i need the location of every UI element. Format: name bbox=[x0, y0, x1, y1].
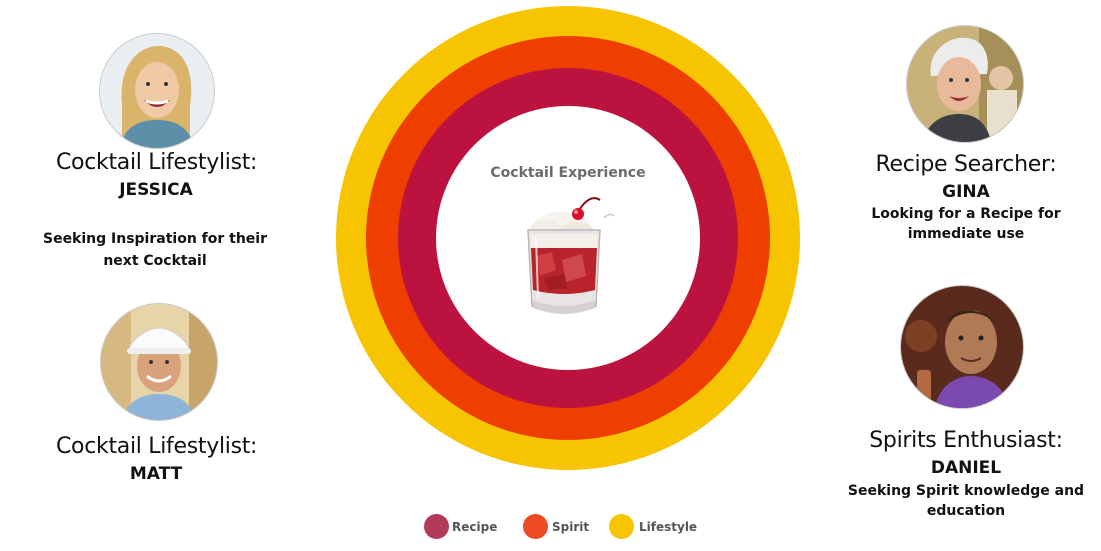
cocktail-glass-image bbox=[516, 190, 620, 322]
legend-label-lifestyle: Lifestyle bbox=[639, 520, 698, 534]
daniel-description-line2: education bbox=[926, 503, 1006, 519]
daniel-role: Spirits Enthusiast: bbox=[869, 428, 1063, 453]
matt-avatar bbox=[100, 303, 218, 421]
legend-item-recipe: Recipe bbox=[424, 514, 504, 540]
jessica-role: Cocktail Lifestylist: bbox=[56, 150, 258, 175]
jessica-avatar bbox=[99, 33, 215, 149]
legend-item-spirit: Spirit bbox=[523, 514, 603, 540]
gina-role: Recipe Searcher: bbox=[875, 152, 1057, 177]
daniel-description: Seeking Spirit knowledge and education bbox=[836, 481, 1096, 521]
daniel-description-line1: Seeking Spirit knowledge and bbox=[847, 483, 1085, 499]
lifestyle-swatch-icon bbox=[609, 514, 634, 539]
gina-name: GINA bbox=[942, 182, 990, 202]
matt-name: MATT bbox=[129, 464, 183, 484]
legend: Recipe Spirit Lifestyle bbox=[424, 514, 714, 540]
gina-avatar bbox=[906, 25, 1024, 143]
daniel-name: DANIEL bbox=[930, 458, 1002, 478]
daniel-avatar bbox=[900, 285, 1024, 409]
gina-description-line2: immediate use bbox=[907, 226, 1025, 242]
legend-label-recipe: Recipe bbox=[452, 520, 498, 534]
jessica-description-line2: next Cocktail bbox=[103, 253, 207, 269]
recipe-swatch-icon bbox=[424, 514, 449, 539]
jessica-name: JESSICA bbox=[119, 180, 193, 200]
legend-label-spirit: Spirit bbox=[552, 520, 590, 534]
legend-item-lifestyle: Lifestyle bbox=[609, 514, 709, 540]
gina-description-line1: Looking for a Recipe for bbox=[871, 206, 1061, 222]
matt-role: Cocktail Lifestylist: bbox=[56, 434, 258, 459]
jessica-description: Seeking Inspiration for their next Cockt… bbox=[30, 228, 280, 272]
jessica-description-line1: Seeking Inspiration for their bbox=[42, 231, 268, 247]
center-label: Cocktail Experience bbox=[490, 165, 646, 181]
spirit-swatch-icon bbox=[523, 514, 548, 539]
gina-description: Looking for a Recipe for immediate use bbox=[836, 204, 1096, 244]
